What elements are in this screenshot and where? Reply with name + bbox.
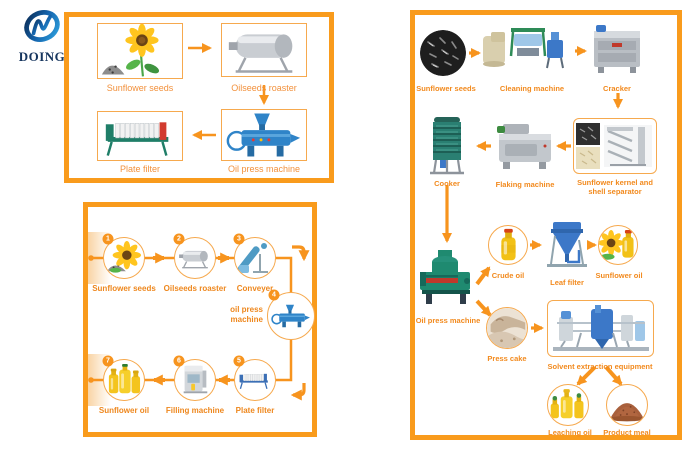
step-label: Filling machine — [165, 406, 225, 415]
oil-press-machine-image — [221, 109, 307, 161]
oil-press-icon — [420, 250, 470, 304]
sunflower-plant-icon — [101, 24, 160, 77]
oil-bottles-icon — [108, 363, 141, 394]
step-label: Sunflower oil — [98, 406, 150, 415]
flow-connectors — [442, 46, 623, 386]
cracker-image — [590, 23, 644, 75]
oil-press-icon — [226, 113, 301, 157]
cleaning-machine-image — [481, 22, 571, 72]
step-label: Plate filter — [119, 164, 161, 174]
cracker-icon — [594, 25, 640, 73]
leaf-filter-image — [545, 220, 589, 270]
step-label: oil press machine — [230, 305, 263, 324]
separator-icon — [576, 123, 652, 169]
sunflower-oil-icon — [599, 229, 634, 260]
roaster-icon — [228, 34, 293, 73]
step-label: Sunflower seeds — [416, 84, 476, 93]
plate-filter-icon — [239, 373, 268, 390]
panel-simple-flow: Sunflower seeds Oilseeds roaster — [64, 12, 334, 183]
step-number-badge: 6 — [173, 355, 185, 367]
step-label: Product meal — [603, 428, 651, 437]
oil-press-machine-image — [418, 248, 476, 310]
kernel-shell-separator-image — [573, 118, 657, 174]
step-label: Conveyer — [236, 284, 274, 293]
leaf-filter-icon — [547, 222, 587, 267]
step-label: Cleaning machine — [499, 84, 565, 93]
plate-filter-image — [97, 111, 183, 161]
step-label: Sunflower seeds — [92, 284, 156, 293]
conveyer-icon — [238, 243, 268, 273]
step-label: Oil press machine — [415, 316, 481, 325]
step-label: Plate filter — [235, 406, 275, 415]
sunflower-oil-circle — [598, 225, 638, 265]
step-number-badge: 4 — [268, 289, 280, 301]
panel-numbered-flow: 1 Sunflower seeds 2 Oilseeds roaster — [83, 202, 317, 437]
flow-connectors — [188, 43, 269, 140]
oil-bottle-icon — [501, 228, 516, 261]
plate-filter-icon — [105, 122, 169, 156]
sunflower-seeds-photo — [420, 30, 466, 76]
product-meal-circle — [606, 384, 648, 426]
oilseeds-roaster-image — [221, 23, 307, 77]
oil-bottles-icon — [550, 388, 584, 418]
meal-pile-icon — [609, 403, 645, 422]
step-label: Leaching oil — [548, 428, 592, 437]
step-label: Cracker — [603, 84, 631, 93]
panel-full-line: Sunflower seeds Cleaning machine — [410, 10, 682, 440]
press-cake-circle — [486, 307, 528, 349]
step-label: Solvent extraction equipment — [547, 362, 653, 371]
solvent-extraction-icon — [552, 304, 649, 351]
step-number-badge: 1 — [102, 233, 114, 245]
sunflower-seeds-circle — [103, 237, 145, 279]
leaching-oil-circle — [547, 384, 589, 426]
step-label: Press cake — [487, 354, 527, 363]
logo-text: DOING — [18, 49, 66, 64]
step-label: Oilseeds roaster — [163, 284, 227, 293]
logo-swirl-icon — [24, 10, 60, 42]
sunflower-oil-circle — [103, 359, 145, 401]
filling-machine-circle — [174, 359, 216, 401]
roaster-icon — [179, 250, 208, 269]
step-label: Oil press machine — [227, 164, 301, 174]
step-number-badge: 3 — [233, 233, 245, 245]
flaking-machine-icon — [497, 124, 551, 169]
sunflower-seeds-image — [97, 23, 183, 79]
step-label: Flaking machine — [495, 180, 555, 189]
step-label: Oilseeds roaster — [231, 83, 297, 93]
step-label: Sunflower oil — [595, 271, 643, 280]
crude-oil-circle — [488, 225, 528, 265]
step-label: Cooker — [434, 179, 460, 188]
cooker-icon — [430, 117, 464, 175]
seeds-icon — [420, 30, 466, 76]
filling-machine-icon — [183, 365, 208, 394]
cooker-image — [428, 113, 466, 175]
step-number-badge: 2 — [173, 233, 185, 245]
step-label: Crude oil — [491, 271, 525, 280]
sunflower-plant-icon — [107, 241, 141, 273]
step-label: Sunflower kernel and shell separator — [577, 178, 653, 196]
flaking-machine-image — [493, 122, 555, 170]
step-label: Sunflower seeds — [106, 83, 174, 93]
logo: DOING — [13, 6, 71, 65]
oil-press-icon — [271, 304, 310, 328]
arrows — [442, 46, 623, 386]
step-label: Leaf filter — [550, 278, 584, 287]
step-number-badge: 5 — [233, 355, 245, 367]
step-number-badge: 7 — [102, 355, 114, 367]
arrows — [188, 43, 269, 140]
cleaning-machine-icon — [483, 28, 564, 69]
press-cake-icon — [487, 308, 527, 348]
solvent-extraction-image — [547, 300, 654, 357]
